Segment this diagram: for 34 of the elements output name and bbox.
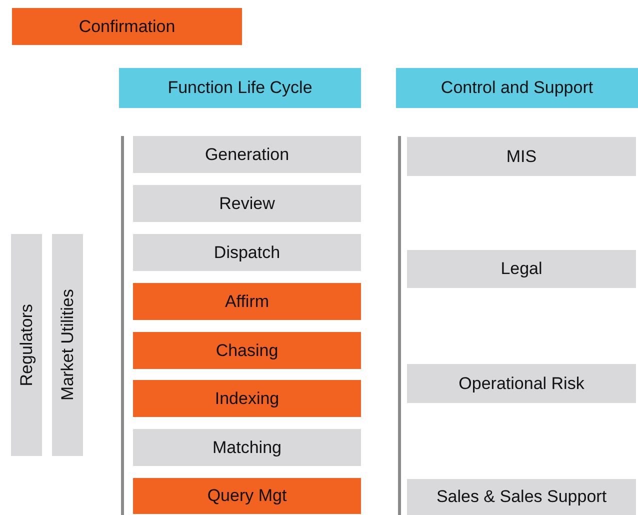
box-label: Dispatch	[214, 242, 280, 262]
box-label: MIS	[506, 146, 537, 166]
stage-box	[133, 332, 361, 369]
box-label: Matching	[212, 438, 282, 458]
box-label: Indexing	[214, 388, 280, 408]
stage-box	[133, 283, 361, 320]
box-label: Operational Risk	[458, 374, 584, 394]
box-label: Confirmation	[78, 16, 176, 36]
title-bar	[12, 8, 242, 45]
box-label: Sales & Sales Support	[436, 487, 607, 507]
box-label: Affirm	[224, 292, 270, 312]
box-label: Regulators	[16, 304, 36, 386]
stage-box	[133, 429, 361, 466]
column-header	[396, 68, 638, 108]
box-label: Chasing	[216, 340, 278, 360]
stage-box	[133, 136, 361, 173]
stage-box	[133, 185, 361, 222]
support-box	[407, 479, 636, 515]
box-label: Legal	[500, 259, 542, 279]
column-header	[119, 68, 361, 108]
box-label: Query Mgt	[207, 486, 287, 506]
box-label: Control and Support	[440, 78, 594, 98]
stage-box	[133, 234, 361, 271]
box-label: Review	[219, 194, 275, 214]
stage-box	[133, 478, 361, 514]
support-box	[407, 364, 636, 403]
box-label: Market Utilities	[58, 289, 78, 401]
box-label: Generation	[204, 144, 290, 164]
side-bar	[52, 234, 83, 456]
side-bar	[11, 234, 42, 456]
stage-box	[133, 380, 361, 417]
support-box	[407, 250, 636, 288]
box-label: Function Life Cycle	[168, 78, 312, 98]
support-box	[407, 137, 636, 176]
